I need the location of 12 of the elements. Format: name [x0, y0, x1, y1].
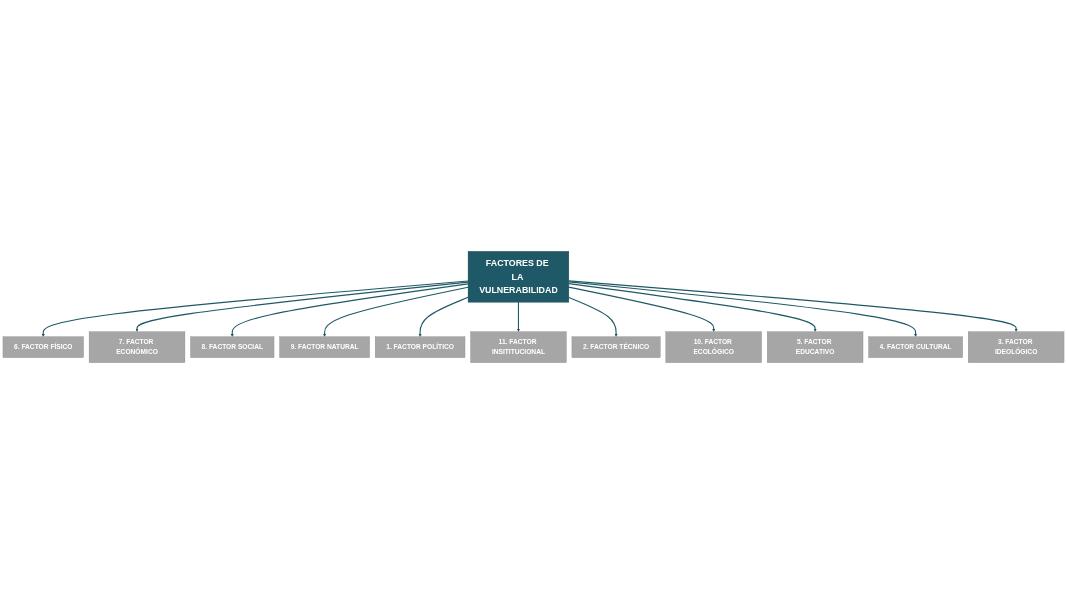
arrow	[418, 296, 469, 337]
arrow	[568, 296, 618, 337]
arrow	[41, 280, 469, 337]
arrow	[568, 281, 918, 337]
node-box: FACTORES DE LA VULNERABILIDAD	[467, 251, 570, 303]
arrow	[135, 281, 469, 332]
arrow	[568, 283, 817, 332]
arrow	[323, 286, 469, 337]
arrow	[230, 283, 469, 337]
arrow	[568, 280, 1018, 332]
arrow	[568, 286, 716, 332]
arrow	[516, 301, 521, 332]
